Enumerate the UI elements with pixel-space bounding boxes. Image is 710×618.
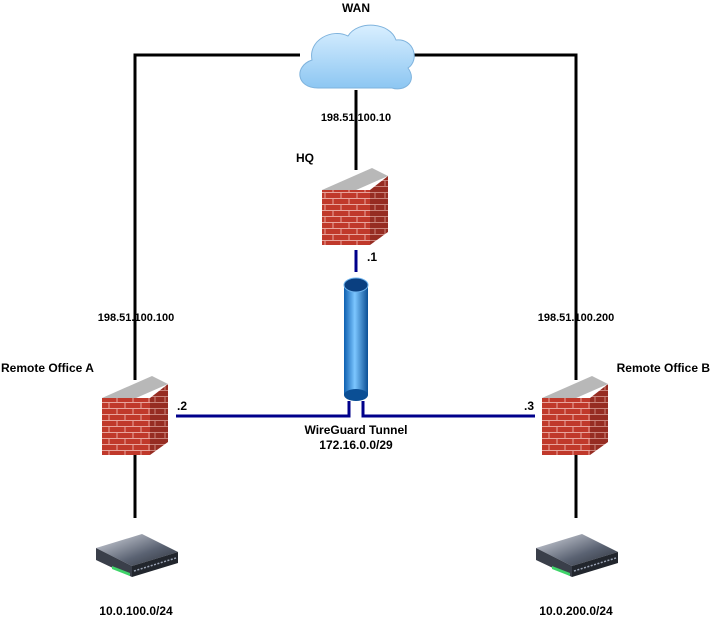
hq-label: HQ [296, 151, 314, 165]
tunnel-subnet: 172.16.0.0/29 [319, 438, 393, 452]
tunnel-link-office-b [361, 401, 535, 418]
office-b-tunnel-host: .3 [524, 399, 534, 413]
tunnel-link-office-a [176, 401, 351, 418]
office-a-wan-ip: 198.51.100.100 [98, 312, 174, 324]
tunnel-links [176, 250, 535, 418]
office-a-tunnel-host: .2 [177, 399, 187, 413]
office-b-wan-ip: 198.51.100.200 [538, 312, 614, 324]
hq-tunnel-host: .1 [367, 250, 377, 264]
hq-wan-ip: 198.51.100.10 [321, 112, 391, 124]
wan-link-office-a [133, 53, 300, 380]
wan-links [133, 53, 578, 518]
wan-cloud-icon [299, 24, 415, 90]
office-a-label: Remote Office A [1, 361, 94, 375]
office-a-switch-icon [96, 534, 178, 577]
office-b-switch-icon [536, 534, 618, 577]
office-b-firewall-icon [542, 376, 608, 455]
office-b-lan: 10.0.200.0/24 [539, 604, 613, 618]
tunnel-cylinder-icon [343, 277, 369, 401]
wan-link-office-b [412, 53, 578, 380]
office-a-firewall-icon [102, 376, 168, 455]
wan-label: WAN [342, 1, 370, 15]
tunnel-name: WireGuard Tunnel [304, 423, 407, 437]
office-b-label: Remote Office B [617, 361, 710, 375]
hq-firewall-icon [322, 168, 388, 245]
office-a-lan: 10.0.100.0/24 [99, 604, 173, 618]
